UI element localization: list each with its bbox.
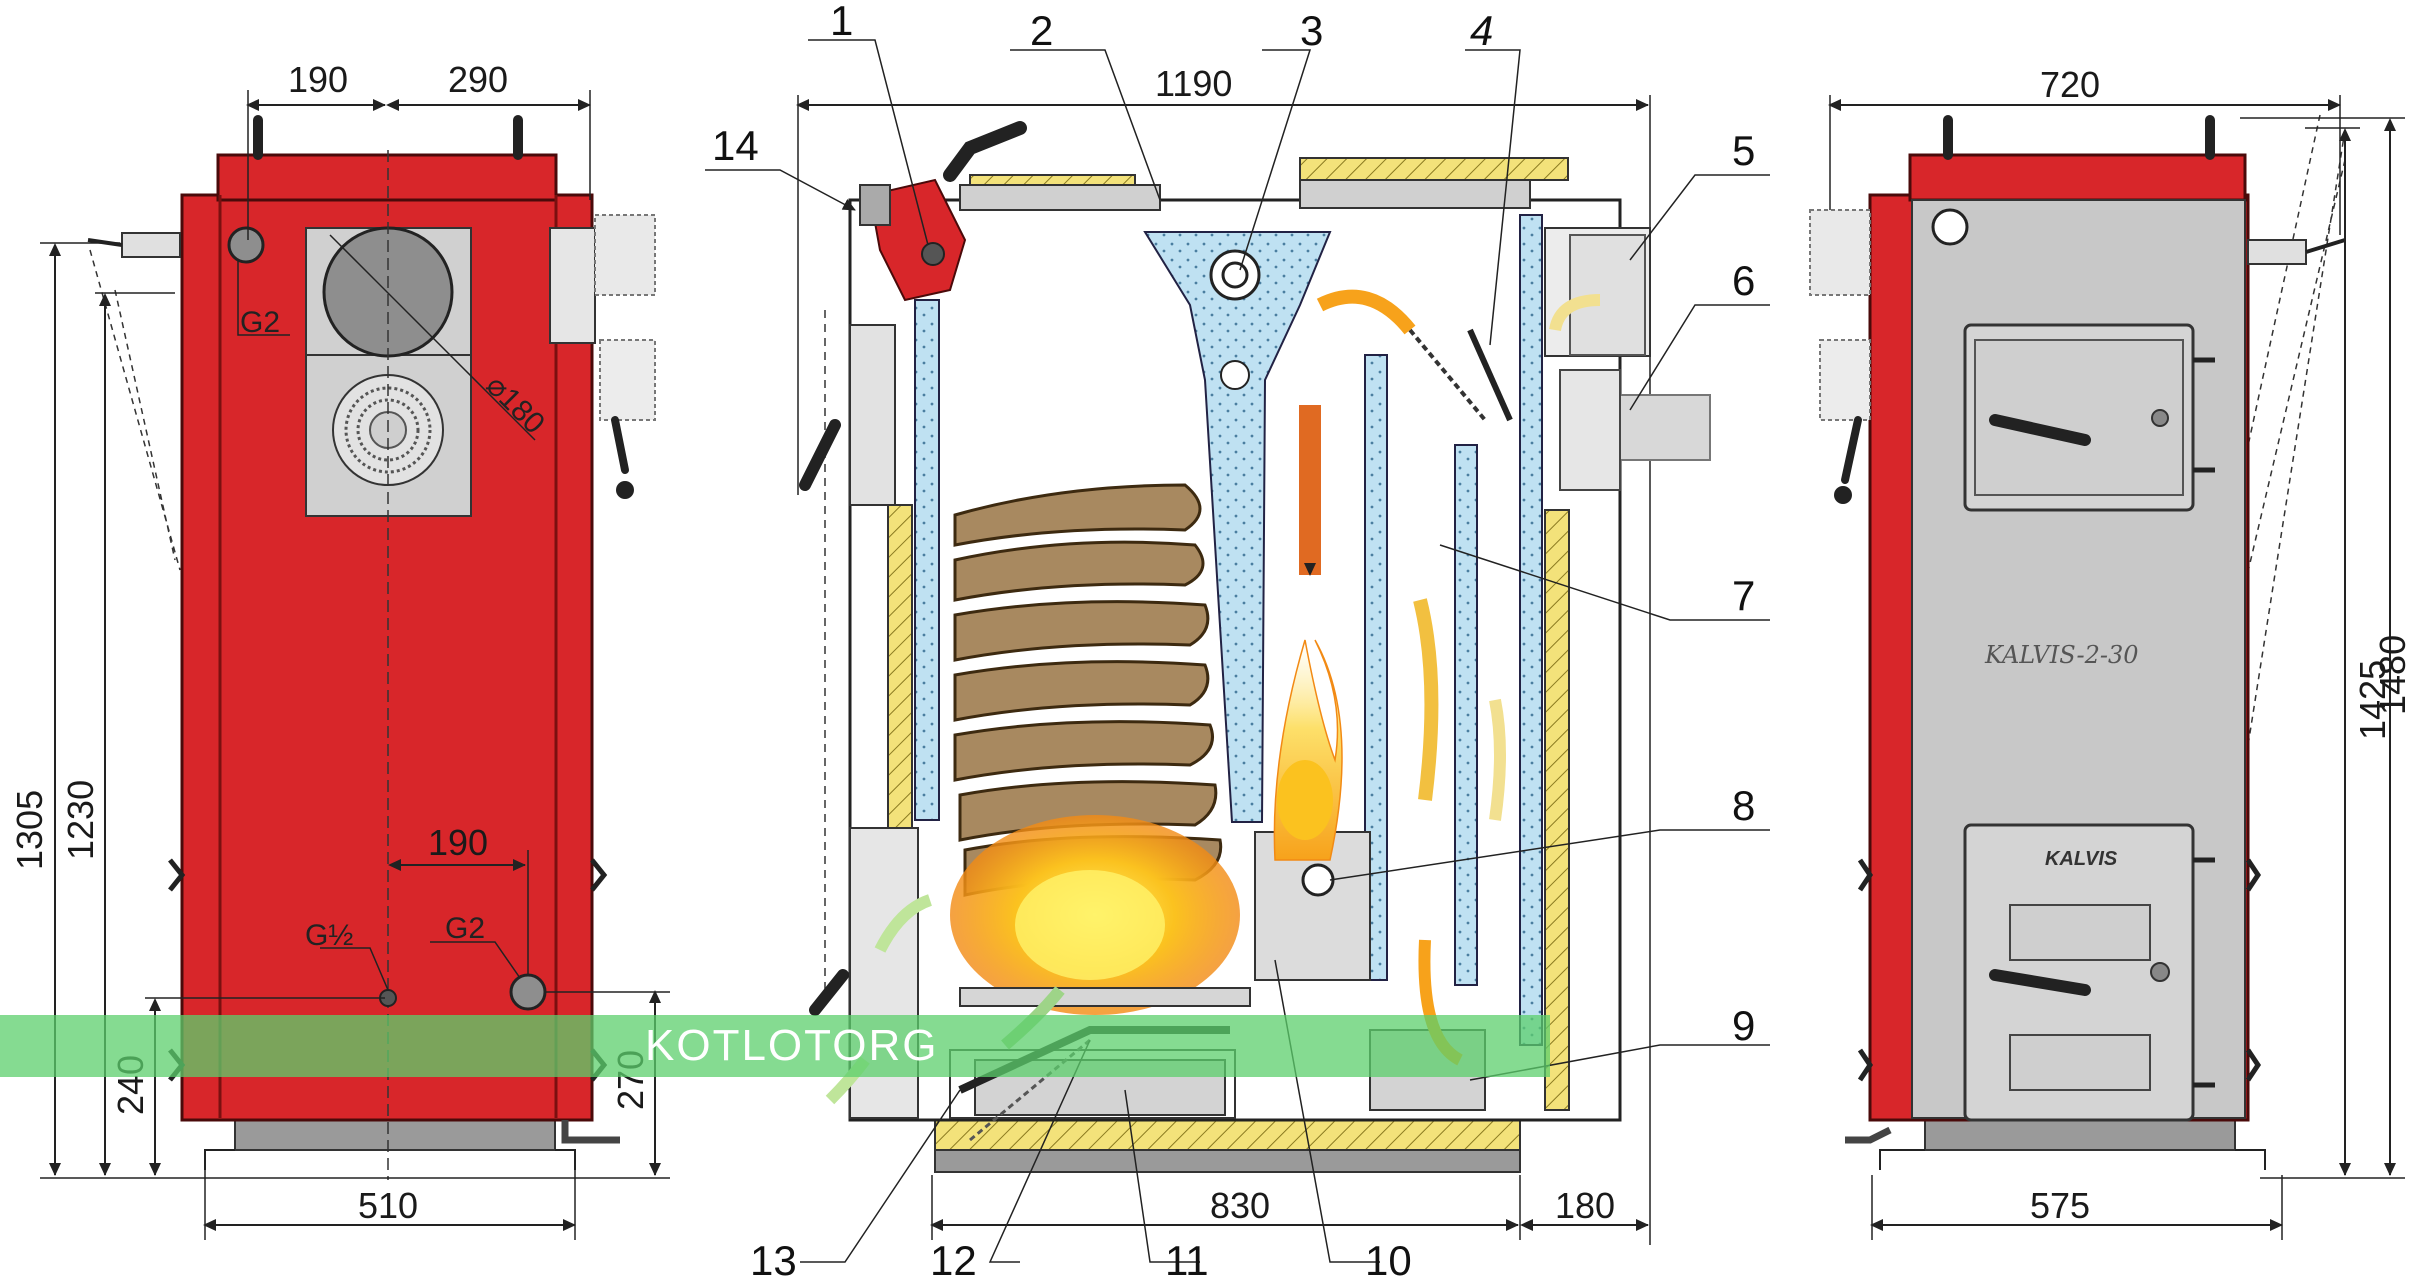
callout-8: 8 (1732, 782, 1755, 829)
watermark-text: KOTLOTORG (645, 1021, 938, 1070)
loading-door-handle (868, 178, 967, 302)
dim-mid: 190 (428, 822, 488, 863)
center-view: 1190 830 180 (705, 0, 1770, 1284)
dim-right-top: 720 (2040, 64, 2100, 105)
dim-h1480: 1480 (2372, 635, 2409, 715)
dim-h1425: 1425 (2352, 660, 2393, 740)
dim-h1305: 1305 (9, 790, 50, 870)
callout-14: 14 (712, 122, 759, 169)
port-g2-bottom (509, 973, 547, 1011)
callout-11: 11 (1165, 1237, 1209, 1284)
callout-1: 1 (830, 0, 853, 44)
top-cap (216, 153, 558, 202)
base-insulation (934, 1117, 1521, 1151)
port-g2-bottom-label: G2 (445, 912, 485, 945)
central-water-hopper (1143, 231, 1332, 823)
callout-6: 6 (1732, 257, 1755, 304)
right-view: KALVIS-2-30 KALVIS 720 575 1425 14 (1809, 64, 2409, 1240)
callout-5: 5 (1732, 127, 1755, 174)
thermometer (1931, 208, 1969, 246)
dim-center-bottom-right: 180 (1555, 1185, 1615, 1226)
callout-2: 2 (1030, 7, 1053, 54)
callout-4: 4 (1470, 7, 1493, 54)
port-g2-top-label: G2 (240, 306, 280, 339)
base-feet (204, 1149, 576, 1170)
perspective-lines-left (89, 249, 181, 571)
grate (959, 987, 1251, 1007)
callout-12: 12 (930, 1237, 977, 1284)
callout-10: 10 (1365, 1237, 1412, 1284)
callout-13: 13 (750, 1237, 797, 1284)
port-g2-top (227, 226, 265, 264)
callout-3: 3 (1300, 7, 1323, 54)
brand-badge: KALVIS (2045, 848, 2118, 870)
model-label: KALVIS-2-30 (1984, 641, 2139, 669)
dim-top-left: 190 (288, 59, 348, 100)
dim-top-right: 290 (448, 59, 508, 100)
watermark-band: KOTLOTORG (0, 1015, 1550, 1077)
side-fitting (549, 227, 596, 344)
dim-center-bottom: 830 (1210, 1185, 1270, 1226)
dim-bottom: 510 (358, 1185, 418, 1226)
port-g-half-label: G½ (305, 919, 353, 952)
dim-h1230: 1230 (60, 780, 101, 860)
callout-7: 7 (1732, 572, 1755, 619)
dim-center-top: 1190 (1155, 63, 1232, 104)
dim-right-bottom: 575 (2030, 1185, 2090, 1226)
callout-9: 9 (1732, 1002, 1755, 1049)
